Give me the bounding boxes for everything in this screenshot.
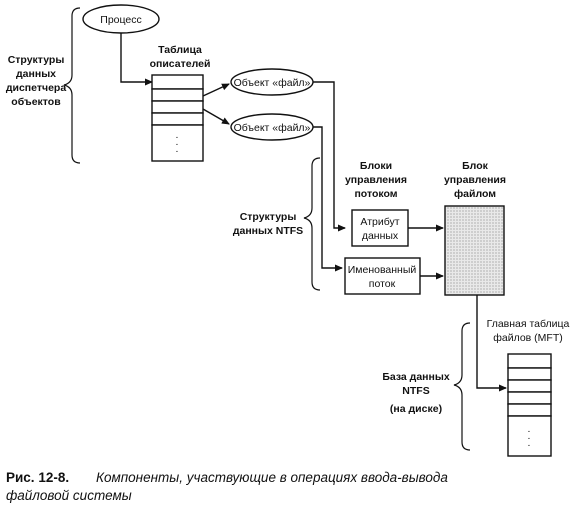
svg-text:.: . (528, 430, 531, 442)
svg-text:потоком: потоком (354, 188, 397, 200)
named-stream-label: Именованный поток (348, 264, 417, 290)
svg-text:диспетчера: диспетчера (6, 82, 66, 94)
svg-text:Именованный: Именованный (348, 264, 417, 276)
table-to-file-object-1-line (202, 83, 230, 97)
file-object-1-label: Объект «файл» (234, 77, 311, 89)
object-manager-brace (63, 7, 81, 164)
svg-text:данных: данных (16, 68, 56, 80)
svg-text:(на диске): (на диске) (390, 403, 442, 415)
svg-text:.: . (528, 423, 531, 435)
handle-table-label: Таблица описателей (150, 44, 211, 70)
file-object-2-to-stream-line (313, 126, 343, 272)
svg-text:.: . (176, 129, 179, 141)
ntfs-structs-brace (303, 157, 321, 291)
svg-text:.: . (528, 437, 531, 449)
named-stream-box (344, 257, 421, 295)
caption-line-1: Компоненты, участвующие в операциях ввод… (96, 470, 448, 485)
svg-text:Структуры: Структуры (8, 54, 65, 66)
mft-table: . . . (507, 353, 552, 457)
svg-text:База данных: База данных (382, 371, 450, 383)
object-manager-structs-label: Структуры данных диспетчера объектов (6, 54, 66, 108)
svg-text:описателей: описателей (150, 58, 211, 70)
svg-text:файлов (MFT): файлов (MFT) (493, 332, 563, 344)
figure-caption: Рис. 12-8. Компоненты, участвующие в опе… (6, 470, 448, 503)
svg-text:Атрибут: Атрибут (360, 216, 399, 228)
stream-control-blocks-label: Блоки управления потоком (345, 160, 407, 200)
svg-text:NTFS: NTFS (402, 385, 429, 397)
svg-text:управления: управления (444, 174, 506, 186)
ntfs-structs-label: Структуры данных NTFS (233, 211, 303, 237)
data-attribute-label: Атрибут данных (360, 216, 399, 242)
file-object-2-label: Объект «файл» (234, 122, 311, 134)
svg-text:Главная таблица: Главная таблица (487, 318, 570, 330)
mft-label: Главная таблица файлов (MFT) (487, 318, 570, 344)
fcb-to-mft-line (476, 295, 507, 392)
ntfs-db-label: База данных NTFS (на диске) (382, 371, 450, 415)
caption-line-2: файловой системы (6, 488, 132, 503)
process-label: Процесс (100, 14, 141, 26)
svg-text:Структуры: Структуры (240, 211, 297, 223)
process-to-table-line (120, 33, 153, 86)
table-to-file-object-2-line (202, 108, 230, 125)
file-object-1-to-attribute-line (313, 81, 346, 232)
svg-text:.: . (176, 143, 179, 155)
svg-text:Блоки: Блоки (360, 160, 392, 172)
svg-text:.: . (176, 136, 179, 148)
file-control-block-label: Блок управления файлом (444, 160, 506, 200)
svg-text:данных NTFS: данных NTFS (233, 225, 303, 237)
svg-text:Таблица: Таблица (158, 44, 202, 56)
svg-text:объектов: объектов (11, 96, 61, 108)
svg-text:поток: поток (369, 278, 396, 290)
svg-text:файлом: файлом (454, 188, 496, 200)
svg-text:данных: данных (362, 230, 399, 242)
caption-number: Рис. 12-8. (6, 470, 69, 485)
svg-text:Блок: Блок (462, 160, 488, 172)
file-control-block-box (444, 205, 505, 296)
handle-table: . . . (151, 74, 204, 162)
ntfs-db-brace (453, 322, 471, 451)
svg-text:управления: управления (345, 174, 407, 186)
